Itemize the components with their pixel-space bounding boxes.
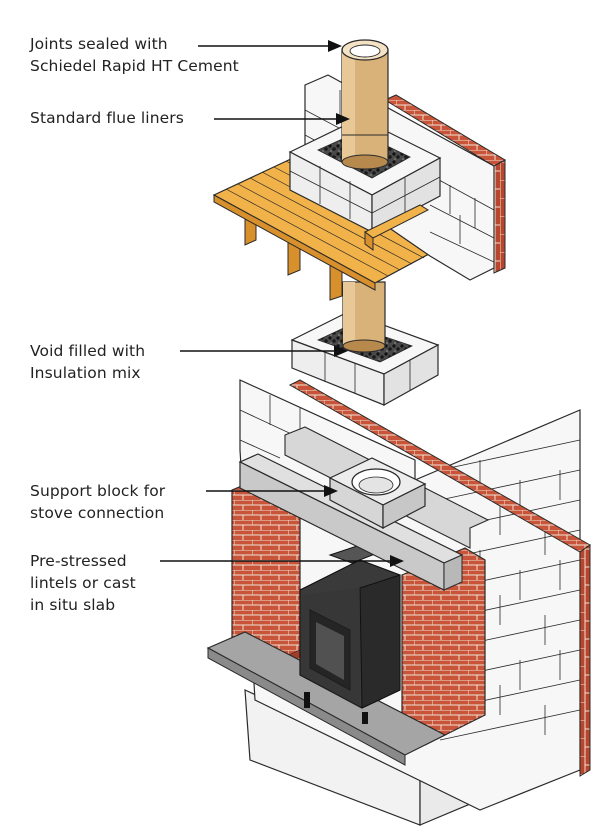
callout-arrows bbox=[160, 40, 404, 567]
fireplace-assembly bbox=[206, 379, 591, 826]
flue-liner-upper bbox=[341, 39, 389, 170]
wood-stove bbox=[299, 544, 401, 724]
callout-support: Support block for stove connection bbox=[30, 480, 165, 524]
callout-lintels-line-1: Pre-stressed bbox=[30, 552, 127, 570]
callout-void-line-1: Void filled with bbox=[30, 342, 146, 360]
callout-lintels-line-3: in situ slab bbox=[30, 596, 116, 614]
insulated-block-ring bbox=[290, 281, 440, 407]
callout-void: Void filled with Insulation mix bbox=[30, 340, 145, 384]
upper-chimney-assembly bbox=[212, 39, 507, 301]
callout-liners: Standard flue liners bbox=[30, 107, 184, 129]
callout-void-line-2: Insulation mix bbox=[30, 364, 141, 382]
callout-joints-line-2: Schiedel Rapid HT Cement bbox=[30, 57, 239, 75]
callout-support-line-1: Support block for bbox=[30, 482, 166, 500]
callout-support-line-2: stove connection bbox=[30, 504, 165, 522]
callout-lintels-line-2: lintels or cast bbox=[30, 574, 136, 592]
callout-liners-line-1: Standard flue liners bbox=[30, 109, 184, 127]
support-block bbox=[328, 457, 427, 529]
callout-joints-line-1: Joints sealed with bbox=[30, 35, 168, 53]
callout-joints: Joints sealed with Schiedel Rapid HT Cem… bbox=[30, 33, 239, 77]
callout-lintels: Pre-stressed lintels or cast in situ sla… bbox=[30, 550, 136, 616]
